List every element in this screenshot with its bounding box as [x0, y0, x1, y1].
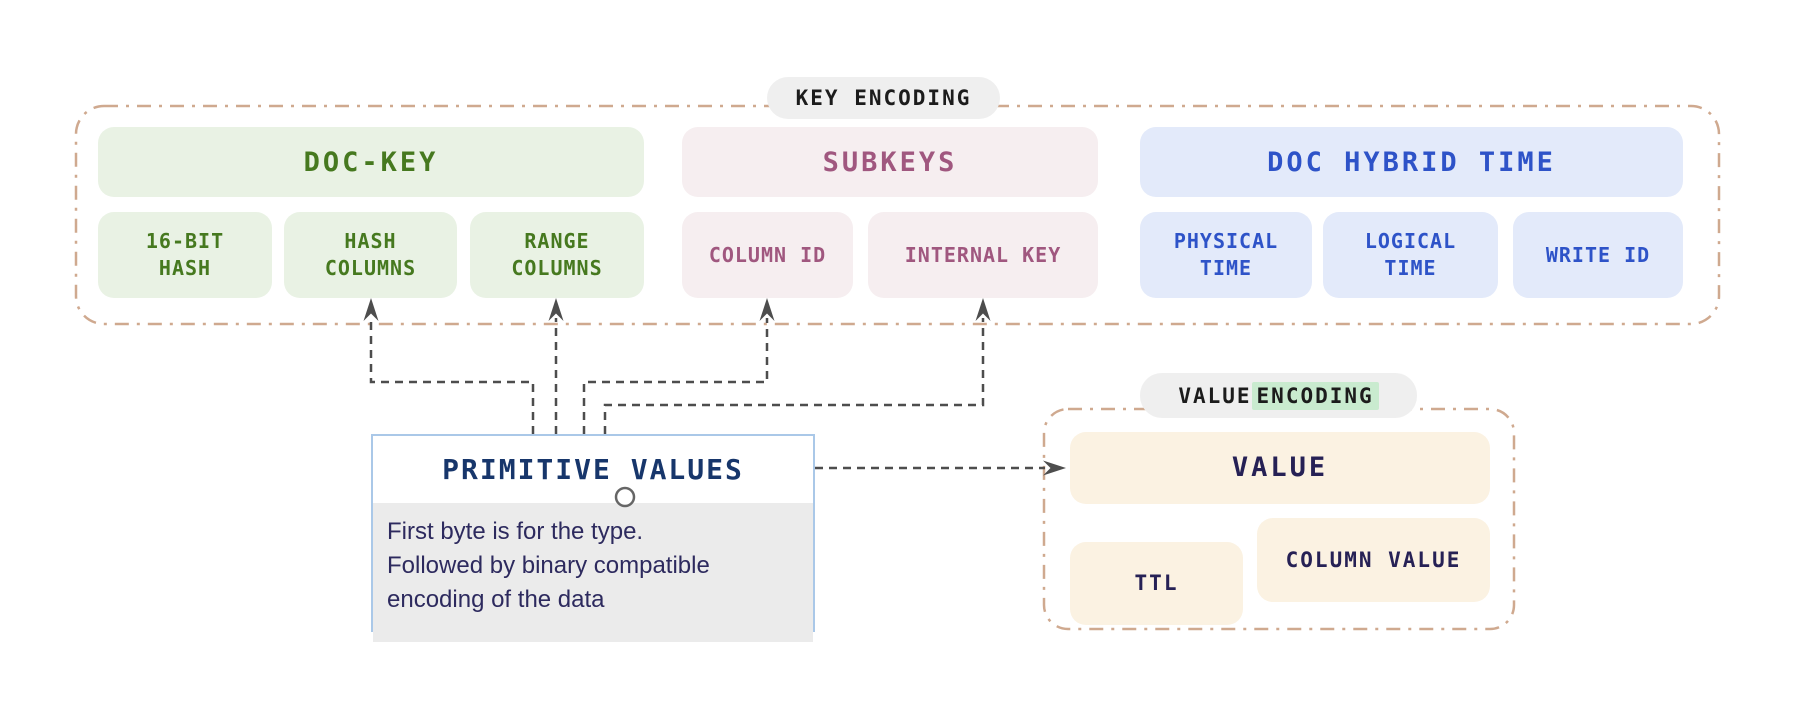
- cell-hash-columns: HASH COLUMNS: [284, 212, 457, 298]
- doc-key-header: DOC-KEY: [98, 127, 644, 197]
- arrowhead-hash-columns: [363, 298, 379, 321]
- cell-physical-time: PHYSICAL TIME: [1140, 212, 1312, 298]
- cell-internal-key: INTERNAL KEY: [868, 212, 1098, 298]
- cell-ttl: TTL: [1070, 542, 1243, 625]
- cell-16-bit-hash: 16-BIT HASH: [98, 212, 272, 298]
- connector-to-hash-columns: [369, 318, 535, 434]
- doc-hybrid-time-header: DOC HYBRID TIME: [1140, 127, 1683, 197]
- cell-logical-time: LOGICAL TIME: [1323, 212, 1498, 298]
- primitive-values-description: First byte is for the type. Followed by …: [373, 503, 813, 642]
- arrowhead-range-columns: [548, 298, 564, 321]
- connector-to-column-id: [582, 318, 769, 434]
- value-encoding-label-highlight: ENCODING: [1251, 381, 1379, 410]
- cell-column-id: COLUMN ID: [682, 212, 853, 298]
- subkeys-header: SUBKEYS: [682, 127, 1098, 197]
- cell-column-value: COLUMN VALUE: [1257, 518, 1490, 602]
- cell-value: VALUE: [1070, 432, 1490, 504]
- arrowhead-internal-key: [975, 298, 991, 321]
- connector-to-internal-key: [603, 318, 985, 434]
- key-encoding-label: KEY ENCODING: [767, 77, 1000, 119]
- value-encoding-label: VALUE ENCODING: [1140, 373, 1417, 418]
- cell-write-id: WRITE ID: [1513, 212, 1683, 298]
- cell-range-columns: RANGE COLUMNS: [470, 212, 644, 298]
- value-encoding-label-prefix: VALUE: [1178, 383, 1252, 408]
- primitive-values-node: PRIMITIVE VALUES First byte is for the t…: [371, 434, 815, 642]
- arrowhead-value: [1043, 460, 1066, 476]
- arrowhead-column-id: [759, 298, 775, 321]
- primitive-values-title: PRIMITIVE VALUES: [373, 436, 813, 503]
